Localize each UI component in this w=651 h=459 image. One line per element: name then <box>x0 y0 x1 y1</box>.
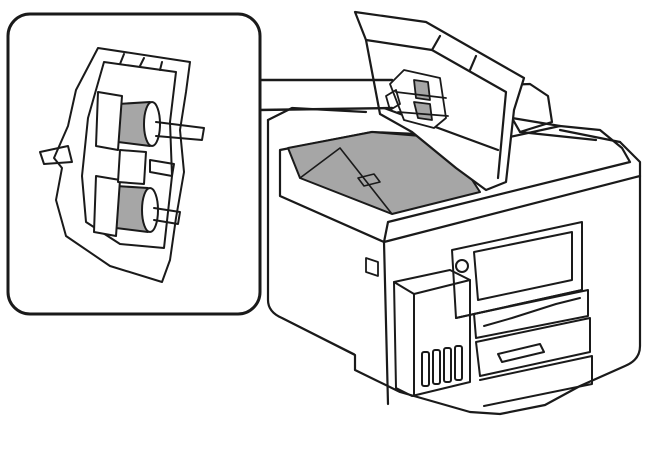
roller-connecting-shaft <box>117 149 147 185</box>
paper-cassette-1-handle <box>497 343 545 363</box>
upper-roller-end <box>143 101 161 147</box>
base-foot <box>289 321 355 355</box>
lower-roller-bracket <box>93 175 121 237</box>
document-fold-line <box>299 147 393 215</box>
roller-shaft-gear <box>149 159 175 177</box>
callout-connector <box>256 78 394 112</box>
printer-side-details <box>289 257 379 355</box>
lower-pickup-roller <box>93 175 181 237</box>
output-tray-slot <box>483 297 581 327</box>
upper-roller-bracket <box>95 91 123 151</box>
printer-top-edge <box>266 106 622 144</box>
printer-front-edge <box>382 174 642 406</box>
upper-roller-axle <box>155 121 205 141</box>
lower-roller-end <box>141 187 159 233</box>
touch-screen <box>473 231 573 301</box>
cover-roller-assembly <box>385 69 449 129</box>
ink-tank-unit <box>393 269 471 397</box>
ink-window-4 <box>454 345 463 381</box>
cover-roller-axle <box>395 91 449 117</box>
paper-cassettes <box>473 289 593 407</box>
ink-tank-housing <box>393 269 471 397</box>
paper-guide-tab <box>357 173 381 187</box>
callout-detail <box>6 12 262 316</box>
ink-window-2 <box>432 349 441 385</box>
adf-cover-inner-edge <box>364 38 508 180</box>
ink-window-3 <box>443 347 452 383</box>
document-feed-area <box>287 131 481 215</box>
control-panel <box>451 221 583 319</box>
cover-roller-upper <box>413 79 431 101</box>
adf-cover-open <box>353 10 526 192</box>
paper-cassette-2 <box>479 355 593 407</box>
ink-window-1 <box>421 351 430 387</box>
ink-tank-top <box>393 279 471 397</box>
cover-roller-clip <box>385 89 401 111</box>
roller-frame-ribs <box>95 53 163 197</box>
printer-cabinet-outline <box>266 118 642 416</box>
roller-housing-left-lip <box>39 145 73 165</box>
paper-cassette-1 <box>475 317 591 377</box>
side-panel-notch <box>365 257 379 277</box>
roller-detail-drawing <box>39 47 205 283</box>
power-button-icon <box>455 259 469 273</box>
upper-pickup-roller <box>95 91 205 151</box>
roller-housing-inner <box>81 61 177 249</box>
lower-roller-axle <box>153 207 181 225</box>
adf-tray-edge <box>510 116 598 142</box>
output-tray <box>473 289 589 339</box>
